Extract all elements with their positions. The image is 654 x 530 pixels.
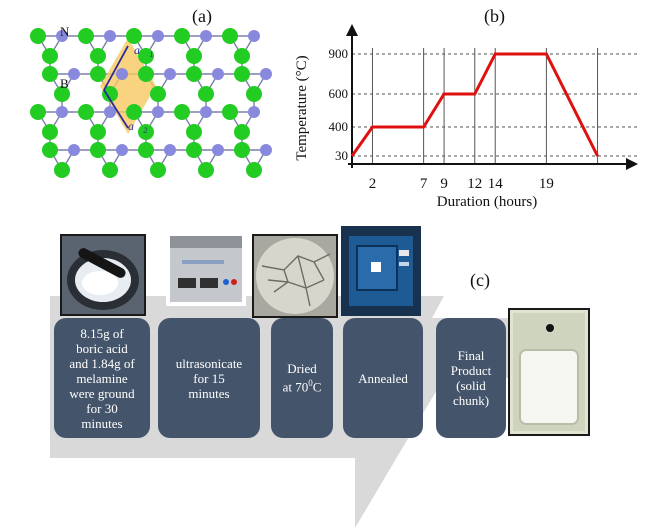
nitrogen-atom (54, 86, 70, 102)
y-tick-label: 30 (335, 148, 348, 163)
step-final-product-box: Final Product (solid chunk) (436, 318, 506, 438)
nitrogen-atom (138, 124, 154, 140)
nitrogen-atom (186, 142, 202, 158)
boron-atom (116, 144, 128, 156)
y-axis-label: Temperature (°C) (294, 55, 310, 160)
boron-atom (56, 106, 68, 118)
nitrogen-atom (90, 66, 106, 82)
boron-atom (248, 106, 260, 118)
atom-n-label: N (60, 24, 70, 39)
nitrogen-atom (186, 66, 202, 82)
annealing-furnace-photo (341, 226, 421, 316)
step-dried-text: Dried at 700C (282, 361, 322, 395)
boron-atom (152, 30, 164, 42)
dried-cracked-sample-photo (252, 234, 338, 318)
nitrogen-atom (54, 162, 70, 178)
nitrogen-atom (234, 66, 250, 82)
nitrogen-atom (90, 124, 106, 140)
y-tick-label: 600 (329, 86, 349, 101)
atom-b-label: B (60, 76, 69, 91)
x-tick-label: 19 (539, 176, 554, 192)
boron-atom (212, 144, 224, 156)
nitrogen-atom (186, 48, 202, 64)
nitrogen-atom (42, 66, 58, 82)
nitrogen-atom (150, 86, 166, 102)
nitrogen-atom (102, 86, 118, 102)
boron-atom (200, 106, 212, 118)
nitrogen-atom (198, 86, 214, 102)
ultrasonicator-photo (166, 230, 246, 306)
vector-a2-subscript: 2 (143, 126, 147, 135)
boron-atom (260, 68, 272, 80)
final-product-photo (508, 308, 590, 436)
nitrogen-atom (78, 104, 94, 120)
boron-atom (260, 144, 272, 156)
nitrogen-atom (42, 142, 58, 158)
nitrogen-atom (138, 48, 154, 64)
nitrogen-atom (102, 162, 118, 178)
x-tick-label: 7 (420, 176, 428, 192)
panel-b-label: (b) (484, 6, 505, 26)
vector-a1-label: a⃗1 (134, 43, 153, 59)
y-axis-arrowhead (346, 24, 358, 36)
lattice-vector-a2 (103, 89, 129, 129)
x-axis-arrowhead (626, 158, 638, 170)
x-tick-label: 2 (369, 176, 377, 192)
nitrogen-atom (138, 66, 154, 82)
panel-a-label: (a) (192, 6, 212, 26)
nitrogen-atom (90, 48, 106, 64)
vector-a2-label: a⃗2 (128, 119, 147, 135)
boron-atom (104, 30, 116, 42)
nitrogen-atom (222, 28, 238, 44)
lattice-vector-a1 (103, 45, 129, 91)
boron-atom (56, 30, 68, 42)
nitrogen-atom (150, 162, 166, 178)
boron-atom (116, 68, 128, 80)
boron-atom (248, 30, 260, 42)
boron-atom (212, 68, 224, 80)
temperature-series-line (350, 52, 599, 157)
y-tick-label: 400 (329, 119, 349, 134)
nitrogen-atom (174, 28, 190, 44)
boron-atom (152, 106, 164, 118)
step-ultrasonicate-box: ultrasonicate for 15 minutes (158, 318, 260, 438)
nitrogen-atom (246, 86, 262, 102)
nitrogen-atom (246, 162, 262, 178)
nitrogen-atom (222, 104, 238, 120)
x-tick-label: 14 (488, 176, 504, 192)
step-grind-box: 8.15g of boric acid and 1.84g of melamin… (54, 318, 150, 438)
nitrogen-atom (138, 142, 154, 158)
panel-c-label: (c) (470, 270, 490, 290)
step-dried-box: Dried at 700C (271, 318, 333, 438)
nitrogen-atom (198, 162, 214, 178)
nitrogen-atom (234, 142, 250, 158)
nitrogen-atom (42, 124, 58, 140)
nitrogen-atom (42, 48, 58, 64)
nitrogen-atom (234, 124, 250, 140)
x-axis-label: Duration (hours) (437, 194, 537, 210)
x-tick-label: 12 (467, 176, 482, 192)
x-tick-label: 9 (440, 176, 448, 192)
boron-atom (200, 30, 212, 42)
nitrogen-atom (126, 104, 142, 120)
nitrogen-atom (126, 28, 142, 44)
nitrogen-atom (78, 28, 94, 44)
boron-atom (68, 144, 80, 156)
nitrogen-atom (174, 104, 190, 120)
nitrogen-atom (30, 28, 46, 44)
hbn-lattice-diagram: N Ba⃗1 a⃗2 (30, 24, 272, 178)
nitrogen-atom (90, 142, 106, 158)
mortar-pestle-photo (60, 234, 146, 316)
nitrogen-atom (30, 104, 46, 120)
step-annealed-box: Annealed (343, 318, 423, 438)
boron-atom (104, 106, 116, 118)
boron-atom (68, 68, 80, 80)
vector-a1-subscript: 1 (149, 50, 153, 59)
boron-atom (164, 68, 176, 80)
boron-atom (164, 144, 176, 156)
y-tick-label: 900 (329, 46, 349, 61)
nitrogen-atom (186, 124, 202, 140)
nitrogen-atom (234, 48, 250, 64)
